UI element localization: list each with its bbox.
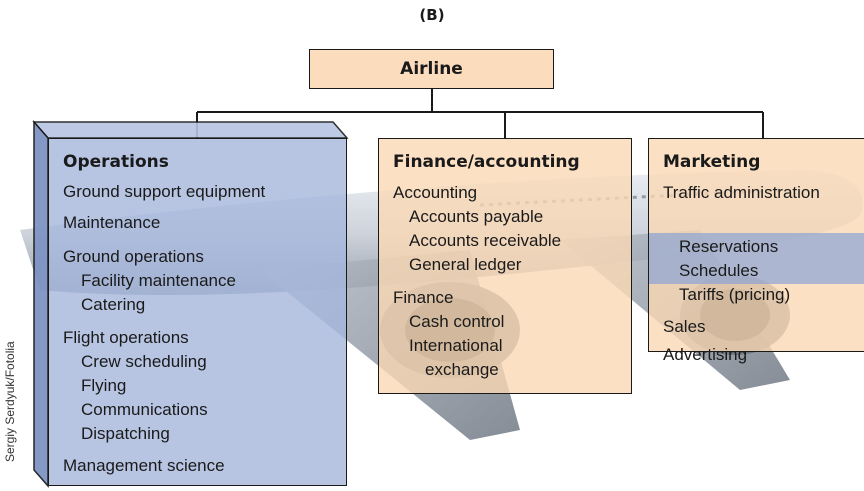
finance-subitem: exchange	[425, 360, 499, 379]
finance-subitem: International	[409, 336, 503, 355]
marketing-item: Traffic administration	[663, 183, 820, 202]
operations-title: Operations	[63, 152, 169, 172]
finance-subitem: Accounts receivable	[409, 231, 562, 250]
ops-item: Management science	[63, 456, 225, 475]
airline-root-box: Airline	[309, 49, 554, 89]
finance-title: Finance/accounting	[393, 152, 580, 172]
finance-subitem: Accounts payable	[409, 207, 544, 226]
marketing-item: Sales	[663, 317, 706, 336]
ops-item: Flight operations	[63, 328, 189, 347]
ops-item: Maintenance	[63, 213, 161, 232]
operations-box	[48, 138, 347, 486]
ops-subitem: Crew scheduling	[81, 352, 207, 371]
marketing-item: Advertising	[663, 345, 748, 364]
photo-credit: Sergiy Serdyuk/Fotolia	[3, 341, 17, 462]
airline-label: Airline	[400, 59, 463, 79]
ops-subitem: Communications	[81, 400, 208, 419]
finance-item: Finance	[393, 288, 454, 307]
marketing-title: Marketing	[663, 152, 761, 172]
ops-item: Ground operations	[63, 247, 204, 266]
ops-subitem: Flying	[81, 376, 127, 395]
ops-item: Ground support equipment	[63, 182, 266, 201]
finance-subitem: Cash control	[409, 312, 505, 331]
marketing-subitem: Tariffs (pricing)	[679, 285, 791, 304]
marketing-highlight-band	[649, 233, 864, 284]
marketing-subitem: Schedules	[679, 261, 759, 280]
finance-subitem: General ledger	[409, 255, 522, 274]
finance-box	[378, 138, 632, 394]
marketing-subitem: Reservations	[679, 237, 779, 256]
finance-item: Accounting	[393, 183, 478, 202]
ops-subitem: Facility maintenance	[81, 271, 236, 290]
ops-subitem: Dispatching	[81, 424, 170, 443]
ops-subitem: Catering	[81, 295, 146, 314]
panel-label: (B)	[419, 6, 445, 24]
